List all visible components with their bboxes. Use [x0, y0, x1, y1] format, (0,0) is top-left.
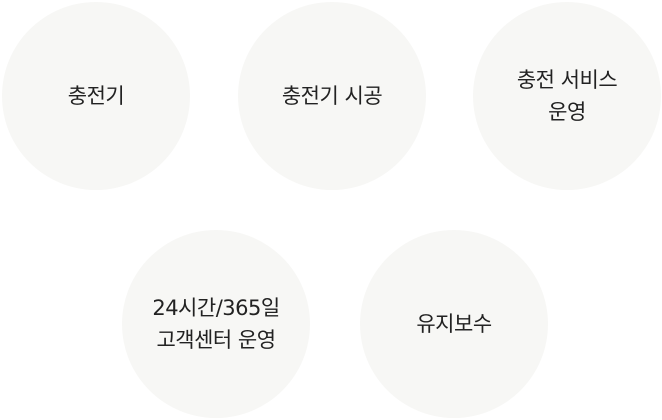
service-label: 24시간/365일 고객센터 운영	[152, 296, 280, 352]
service-charger-installation: 충전기 시공	[238, 2, 426, 190]
service-customer-center: 24시간/365일 고객센터 운영	[122, 230, 310, 418]
service-maintenance: 유지보수	[360, 230, 548, 418]
service-label: 유지보수	[416, 312, 492, 336]
service-label: 충전기	[67, 84, 125, 108]
service-label: 충전 서비스 운영	[516, 68, 618, 124]
service-charging-operation: 충전 서비스 운영	[473, 2, 661, 190]
service-label: 충전기 시공	[281, 84, 383, 108]
service-charger: 충전기	[2, 2, 190, 190]
